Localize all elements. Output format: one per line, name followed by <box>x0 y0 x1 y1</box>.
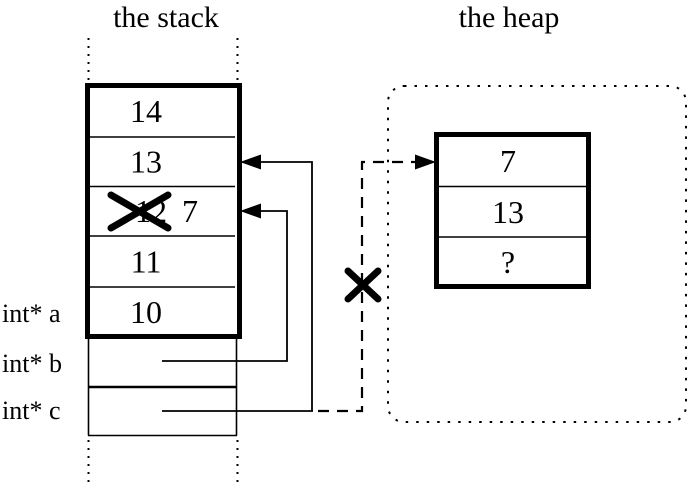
pointer-label-b: int* b <box>2 349 62 378</box>
pointer-arrowhead-b <box>240 203 261 219</box>
pointer-line-c <box>162 161 313 412</box>
heap-cell-value: 13 <box>492 194 524 230</box>
heap-cell-value: ? <box>501 244 515 280</box>
heap-cell-dividers <box>439 185 586 238</box>
cross-out-icon <box>107 191 172 232</box>
stack-cell-value: 11 <box>131 244 162 280</box>
heap-cell-value: 7 <box>500 143 516 179</box>
stack-cell-value: 13 <box>130 144 162 180</box>
heap-box <box>434 132 591 289</box>
stack-cell-value: 14 <box>130 93 162 129</box>
heap-title: the heap <box>459 1 560 34</box>
pointer-arrowhead-c <box>240 154 261 170</box>
stack-frame-box <box>85 83 242 339</box>
heap-region-outline <box>387 85 687 423</box>
pointer-label-c: int* c <box>2 396 61 425</box>
stack-cell-dividers <box>90 136 235 288</box>
dangling-pointer-line <box>318 160 428 413</box>
stack-cell-new-value: 7 <box>182 193 198 229</box>
dangling-pointer-arrowhead <box>415 154 436 170</box>
pointer-line-b <box>162 210 288 362</box>
stack-title: the stack <box>113 1 219 34</box>
pointer-label-a: int* a <box>2 299 61 328</box>
stack-cell-value: 10 <box>130 294 162 330</box>
deleted-pointer-x-icon <box>344 267 382 303</box>
